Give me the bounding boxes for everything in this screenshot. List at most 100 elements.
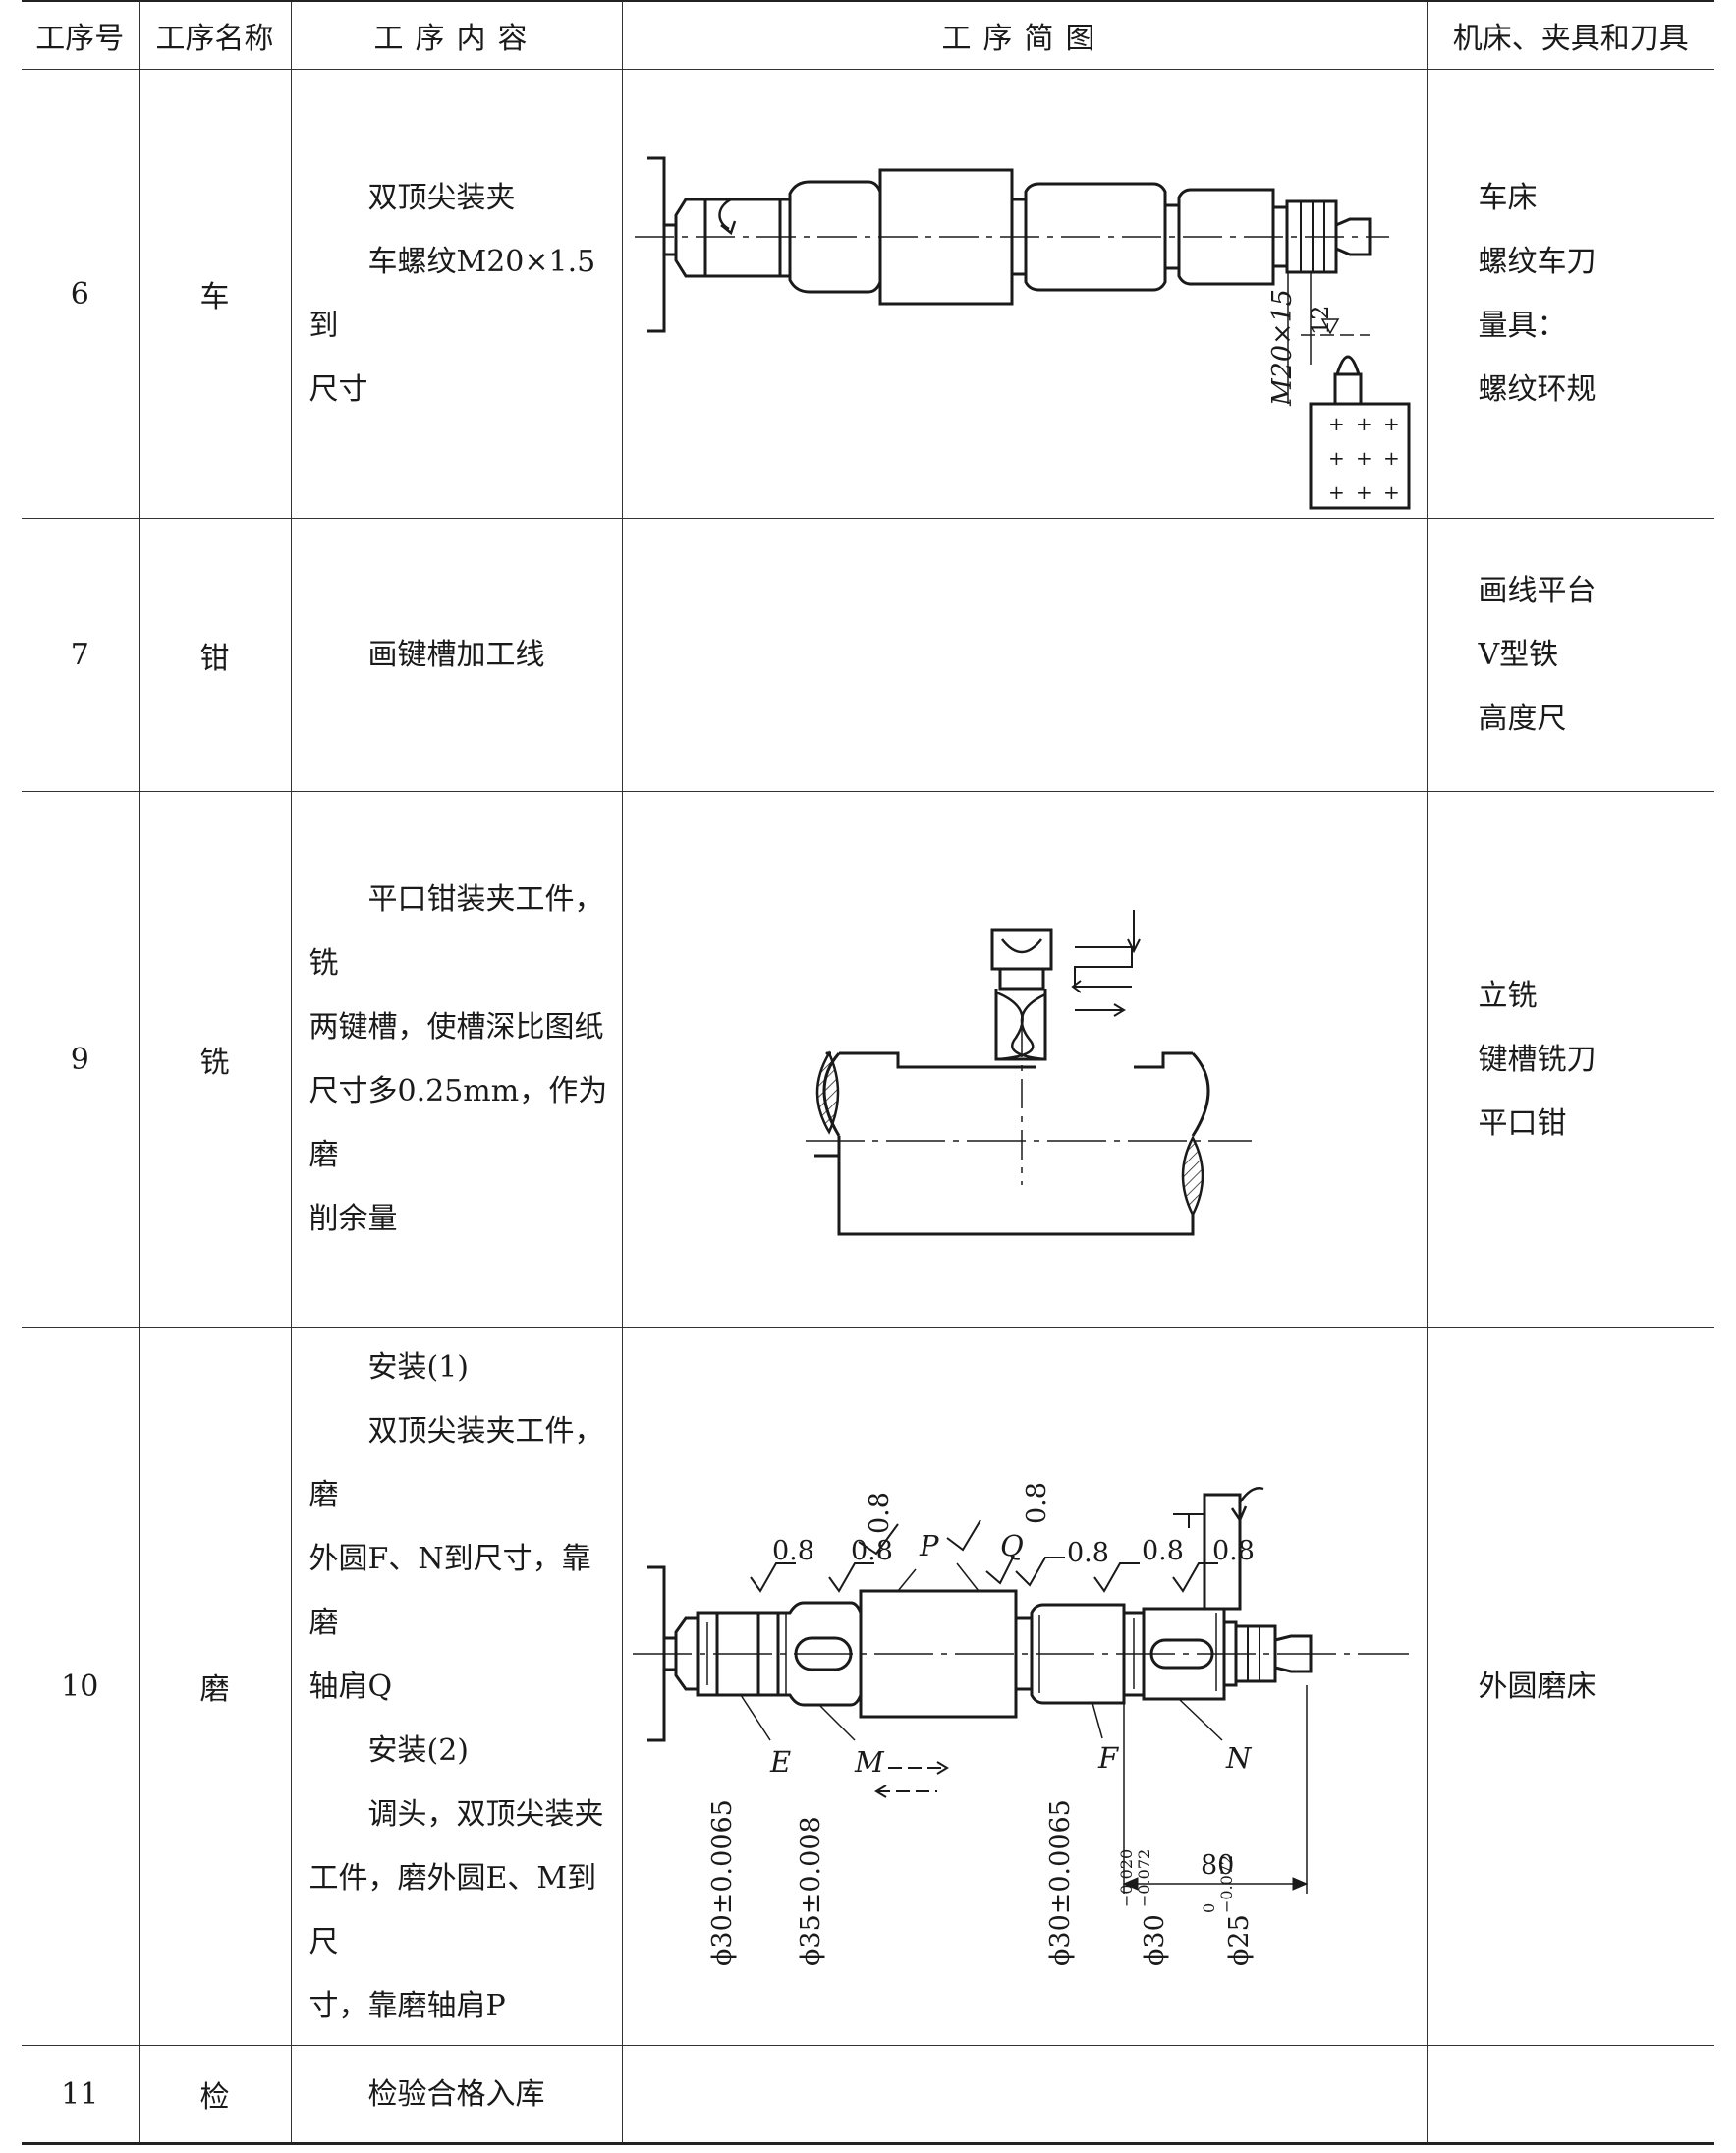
- svg-text:+: +: [1328, 446, 1345, 470]
- cylindrical-grinding-diagram: 0.8 0.8 0.8 0.8 0.8 0.8 0.8 P Q E M F N: [632, 1482, 1409, 1966]
- content-line: 检验合格入库: [367, 2076, 545, 2112]
- svg-text:+: +: [1383, 481, 1400, 504]
- length-dimension: 80: [1201, 1850, 1234, 1881]
- tool-item: V型铁: [1478, 638, 1559, 672]
- svg-text:+: +: [1383, 446, 1400, 470]
- content-line: 双顶尖装夹工件，磨: [308, 1413, 604, 1512]
- surface-label-q: Q: [1000, 1529, 1024, 1562]
- process-sketch: +++ +++ +++ M20×15 12: [621, 69, 1428, 519]
- diameter-m: ϕ35±0.008: [796, 1816, 826, 1966]
- process-name: 检: [138, 2045, 292, 2145]
- content-line: 寸，靠磨轴肩P: [308, 1988, 506, 2023]
- table-row: 7 钳 画键槽加工线 画线平台 V型铁 高度尺: [22, 518, 1714, 792]
- process-sketch: [621, 518, 1428, 792]
- process-name: 车: [138, 69, 292, 519]
- header-process-number: 工序号: [22, 0, 140, 70]
- diameter-f-upper: −0.020: [1117, 1849, 1136, 1907]
- header-machine-tools: 机床、夹具和刀具: [1426, 0, 1714, 70]
- machine-tools: 画线平台 V型铁 高度尺: [1426, 518, 1714, 792]
- svg-text:+: +: [1356, 412, 1372, 435]
- table-row: 11 检 检验合格入库: [22, 2045, 1714, 2145]
- process-number: 6: [22, 69, 140, 519]
- table-row: 10 磨 安装(1) 双顶尖装夹工件，磨 外圆F、N到尺寸，靠磨 轴肩Q 安装(…: [22, 1327, 1714, 2046]
- process-content: 安装(1) 双顶尖装夹工件，磨 外圆F、N到尺寸，靠磨 轴肩Q 安装(2) 调头…: [290, 1327, 623, 2046]
- tool-item: 键槽铣刀: [1478, 1042, 1596, 1077]
- content-line: 尺寸多0.25mm，作为磨: [308, 1074, 608, 1172]
- content-line: 安装(1): [367, 1349, 470, 1385]
- roughness-label: 0.8: [1067, 1538, 1109, 1568]
- machine-tools: 车床 螺纹车刀 量具： 螺纹环规: [1426, 69, 1714, 519]
- header-process-sketch: 工序简图: [621, 0, 1428, 70]
- content-line: 双顶尖装夹: [367, 181, 516, 215]
- roughness-label: 0.8: [865, 1492, 895, 1534]
- process-name: 磨: [138, 1327, 292, 2046]
- content-line: 工件，磨外圆E、M到尺: [308, 1860, 597, 1959]
- roughness-label: 0.8: [851, 1536, 893, 1566]
- process-sketch: [621, 2045, 1428, 2145]
- surface-label-n: N: [1225, 1741, 1253, 1775]
- table-row: 9 铣 平口钳装夹工件，铣 两键槽，使槽深比图纸 尺寸多0.25mm，作为磨 削…: [22, 791, 1714, 1328]
- machine-tools: 立铣 键槽铣刀 平口钳: [1426, 791, 1714, 1328]
- diameter-n-base: ϕ25: [1224, 1914, 1255, 1966]
- process-number: 7: [22, 518, 140, 792]
- content-line: 调头，双顶尖装夹: [367, 1796, 604, 1832]
- surface-label-f: F: [1097, 1741, 1119, 1775]
- process-number: 9: [22, 791, 140, 1328]
- roughness-label: 0.8: [772, 1536, 814, 1566]
- content-line: 两键槽，使槽深比图纸: [308, 1010, 604, 1045]
- tool-item: 螺纹环规: [1478, 372, 1596, 407]
- process-number: 11: [22, 2045, 140, 2145]
- tool-item: 画线平台: [1478, 574, 1596, 608]
- thread-label: M20×15: [1267, 289, 1298, 407]
- content-line: 轴肩Q: [308, 1669, 393, 1704]
- diameter-e: ϕ30±0.0065: [707, 1799, 738, 1966]
- surface-label-e: E: [769, 1745, 791, 1779]
- header-row: 工序号 工序名称 工序内容 工序简图 机床、夹具和刀具: [22, 0, 1714, 70]
- roughness-label: 0.8: [1022, 1482, 1052, 1524]
- dimension-label: 12: [1307, 305, 1334, 335]
- content-line: 削余量: [308, 1202, 398, 1236]
- surface-label-m: M: [854, 1745, 885, 1779]
- machine-tools: [1426, 2045, 1714, 2145]
- content-line: 尺寸: [308, 372, 368, 407]
- content-line: 画键槽加工线: [367, 638, 545, 672]
- content-line: 车螺纹M20×1.5到: [308, 245, 596, 343]
- process-table: 工序号 工序名称 工序内容 工序简图 机床、夹具和刀具 6 车 双顶尖装夹 车螺…: [22, 0, 1714, 2145]
- svg-text:+: +: [1356, 481, 1372, 504]
- process-content: 双顶尖装夹 车螺纹M20×1.5到 尺寸: [290, 69, 623, 519]
- tool-item: 高度尺: [1478, 702, 1567, 736]
- tool-item: 外圆磨床: [1478, 1669, 1596, 1704]
- content-line: 外圆F、N到尺寸，靠磨: [308, 1541, 591, 1640]
- table-row: 6 车 双顶尖装夹 车螺纹M20×1.5到 尺寸: [22, 69, 1714, 519]
- process-sketch: [621, 791, 1428, 1328]
- content-line: 安装(2): [367, 1732, 470, 1768]
- header-process-name: 工序名称: [138, 0, 292, 70]
- thread-turning-diagram: +++ +++ +++ M20×15 12: [634, 156, 1410, 510]
- tool-item: 立铣: [1478, 978, 1538, 1013]
- process-name: 钳: [138, 518, 292, 792]
- tool-item: 量具：: [1478, 309, 1567, 343]
- diameter-f-base: ϕ30: [1140, 1914, 1170, 1966]
- tool-item: 螺纹车刀: [1478, 245, 1596, 279]
- roughness-label: 0.8: [1212, 1536, 1255, 1566]
- process-sketch: 0.8 0.8 0.8 0.8 0.8 0.8 0.8 P Q E M F N: [621, 1327, 1428, 2046]
- diameter-n-lower: −0.072: [1217, 1855, 1236, 1913]
- diameter-n-upper: 0: [1200, 1903, 1218, 1913]
- svg-text:+: +: [1356, 446, 1372, 470]
- process-number: 10: [22, 1327, 140, 2046]
- roughness-label: 0.8: [1142, 1536, 1184, 1566]
- process-name: 铣: [138, 791, 292, 1328]
- tool-item: 车床: [1478, 181, 1538, 215]
- surface-label-p: P: [919, 1529, 939, 1562]
- machine-tools: 外圆磨床: [1426, 1327, 1714, 2046]
- svg-text:+: +: [1328, 481, 1345, 504]
- process-content: 平口钳装夹工件，铣 两键槽，使槽深比图纸 尺寸多0.25mm，作为磨 削余量: [290, 791, 623, 1328]
- svg-text:+: +: [1328, 412, 1345, 435]
- diameter-f-lower: −0.072: [1135, 1849, 1153, 1907]
- diameter-q: ϕ30±0.0065: [1045, 1799, 1076, 1966]
- tool-item: 平口钳: [1478, 1105, 1567, 1141]
- process-content: 画键槽加工线: [290, 518, 623, 792]
- process-content: 检验合格入库: [290, 2045, 623, 2145]
- keyway-milling-diagram: [805, 910, 1252, 1236]
- content-line: 平口钳装夹工件，铣: [308, 882, 604, 981]
